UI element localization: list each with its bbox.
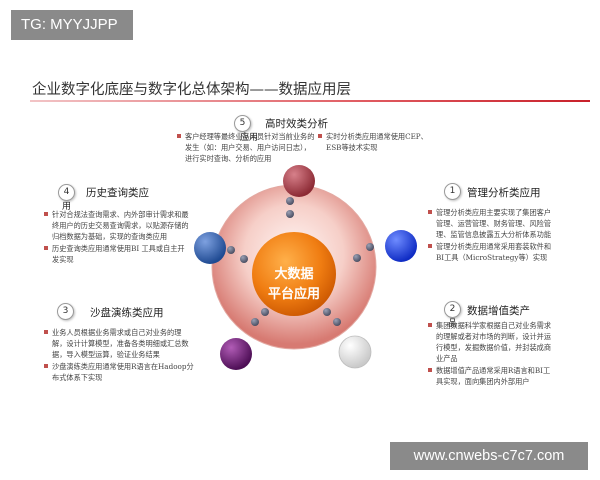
connector-dot bbox=[333, 318, 341, 326]
section-number-2: 2 bbox=[444, 301, 461, 318]
connector-dot bbox=[353, 254, 361, 262]
connector-dot bbox=[261, 308, 269, 316]
sandbox-node bbox=[220, 338, 252, 370]
realtime-node bbox=[283, 165, 315, 197]
sandbox-list: 业务人员根据业务需求或自己对业务的理解，设计计算模型，准备各类明细或汇总数据，导… bbox=[44, 327, 194, 384]
list-item: 客户经理等最终业务人员针对当前业务的发生（如：用户交易、用户访问日志），进行实时… bbox=[177, 131, 317, 164]
list-item: 集团数据科学家根据自己对业务需求的理解或者对市场的判断，设计并运行模型，发掘数据… bbox=[428, 320, 556, 364]
section-title-realtime-suffix: 应用 bbox=[240, 133, 259, 143]
history-node bbox=[194, 232, 226, 264]
section-title-history: 历史查询类应 bbox=[86, 187, 149, 199]
valueadded-list: 集团数据科学家根据自己对业务需求的理解或者对市场的判断，设计并运行模型，发掘数据… bbox=[428, 320, 556, 388]
center-label: 大数据 平台应用 bbox=[253, 265, 335, 305]
management-node bbox=[385, 230, 417, 262]
connector-dot bbox=[286, 197, 294, 205]
center-circle bbox=[252, 232, 336, 316]
realtime-right-list: 实时分析类应用通常使用CEP、ESB等技术实现 bbox=[318, 131, 442, 154]
list-item: 数据增值产品通常采用R语言和BI工具实现，面向集团内外部用户 bbox=[428, 365, 556, 387]
section-number-3: 3 bbox=[57, 303, 74, 320]
valueadded-node bbox=[338, 335, 372, 369]
list-item: 针对合规法查询需求、内外部审计需求和最终用户的历史交易查询需求，以贴源存储的归档… bbox=[44, 209, 190, 242]
realtime-left-list: 客户经理等最终业务人员针对当前业务的发生（如：用户交易、用户访问日志），进行实时… bbox=[177, 131, 317, 165]
list-item: 业务人员根据业务需求或自己对业务的理解，设计计算模型，准备各类明细或汇总数据，导… bbox=[44, 327, 194, 360]
list-item: 实时分析类应用通常使用CEP、ESB等技术实现 bbox=[318, 131, 442, 153]
source-tag: TG: MYYJJPP bbox=[11, 10, 133, 40]
section-title-sandbox: 沙盘演练类应用 bbox=[90, 307, 164, 319]
connector-dot bbox=[323, 308, 331, 316]
title-divider bbox=[30, 100, 590, 102]
site-watermark: www.cnwebs-c7c7.com bbox=[390, 442, 588, 470]
list-item: 沙盘演练类应用通常使用R语言在Hadoop分布式体系下实现 bbox=[44, 361, 194, 383]
connector-dot bbox=[227, 246, 235, 254]
list-item: 管理分析类应用通常采用套装软件和BI工具（MicroStrategy等）实现 bbox=[428, 241, 556, 263]
list-item: 管理分析类应用主要实现了集团客户管理、运营管理、财务管理、风险管理、监管信息披露… bbox=[428, 207, 556, 240]
page-title: 企业数字化底座与数字化总体架构——数据应用层 bbox=[32, 82, 351, 98]
section-title-valueadded-suffix: 品 bbox=[448, 319, 458, 329]
connector-dot bbox=[286, 210, 294, 218]
management-list: 管理分析类应用主要实现了集团客户管理、运营管理、财务管理、风险管理、监管信息披露… bbox=[428, 207, 556, 264]
section-title-management: 管理分析类应用 bbox=[467, 187, 541, 199]
section-title-valueadded: 数据增值类产 bbox=[467, 305, 530, 317]
list-item: 历史查询类应用通常使用BI 工具或自主开发实现 bbox=[44, 243, 190, 265]
history-list: 针对合规法查询需求、内外部审计需求和最终用户的历史交易查询需求，以贴源存储的归档… bbox=[44, 209, 190, 266]
section-number-1: 1 bbox=[444, 183, 461, 200]
center-label-line2: 平台应用 bbox=[267, 287, 320, 302]
connector-dot bbox=[240, 255, 248, 263]
connector-dot bbox=[366, 243, 374, 251]
center-label-line1: 大数据 bbox=[274, 267, 314, 282]
section-number-5: 5 bbox=[234, 115, 251, 132]
section-number-4: 4 bbox=[58, 184, 75, 201]
section-title-realtime: 高时效类分析 bbox=[265, 118, 328, 130]
section-title-history-suffix: 用 bbox=[62, 202, 72, 212]
connector-dot bbox=[251, 318, 259, 326]
